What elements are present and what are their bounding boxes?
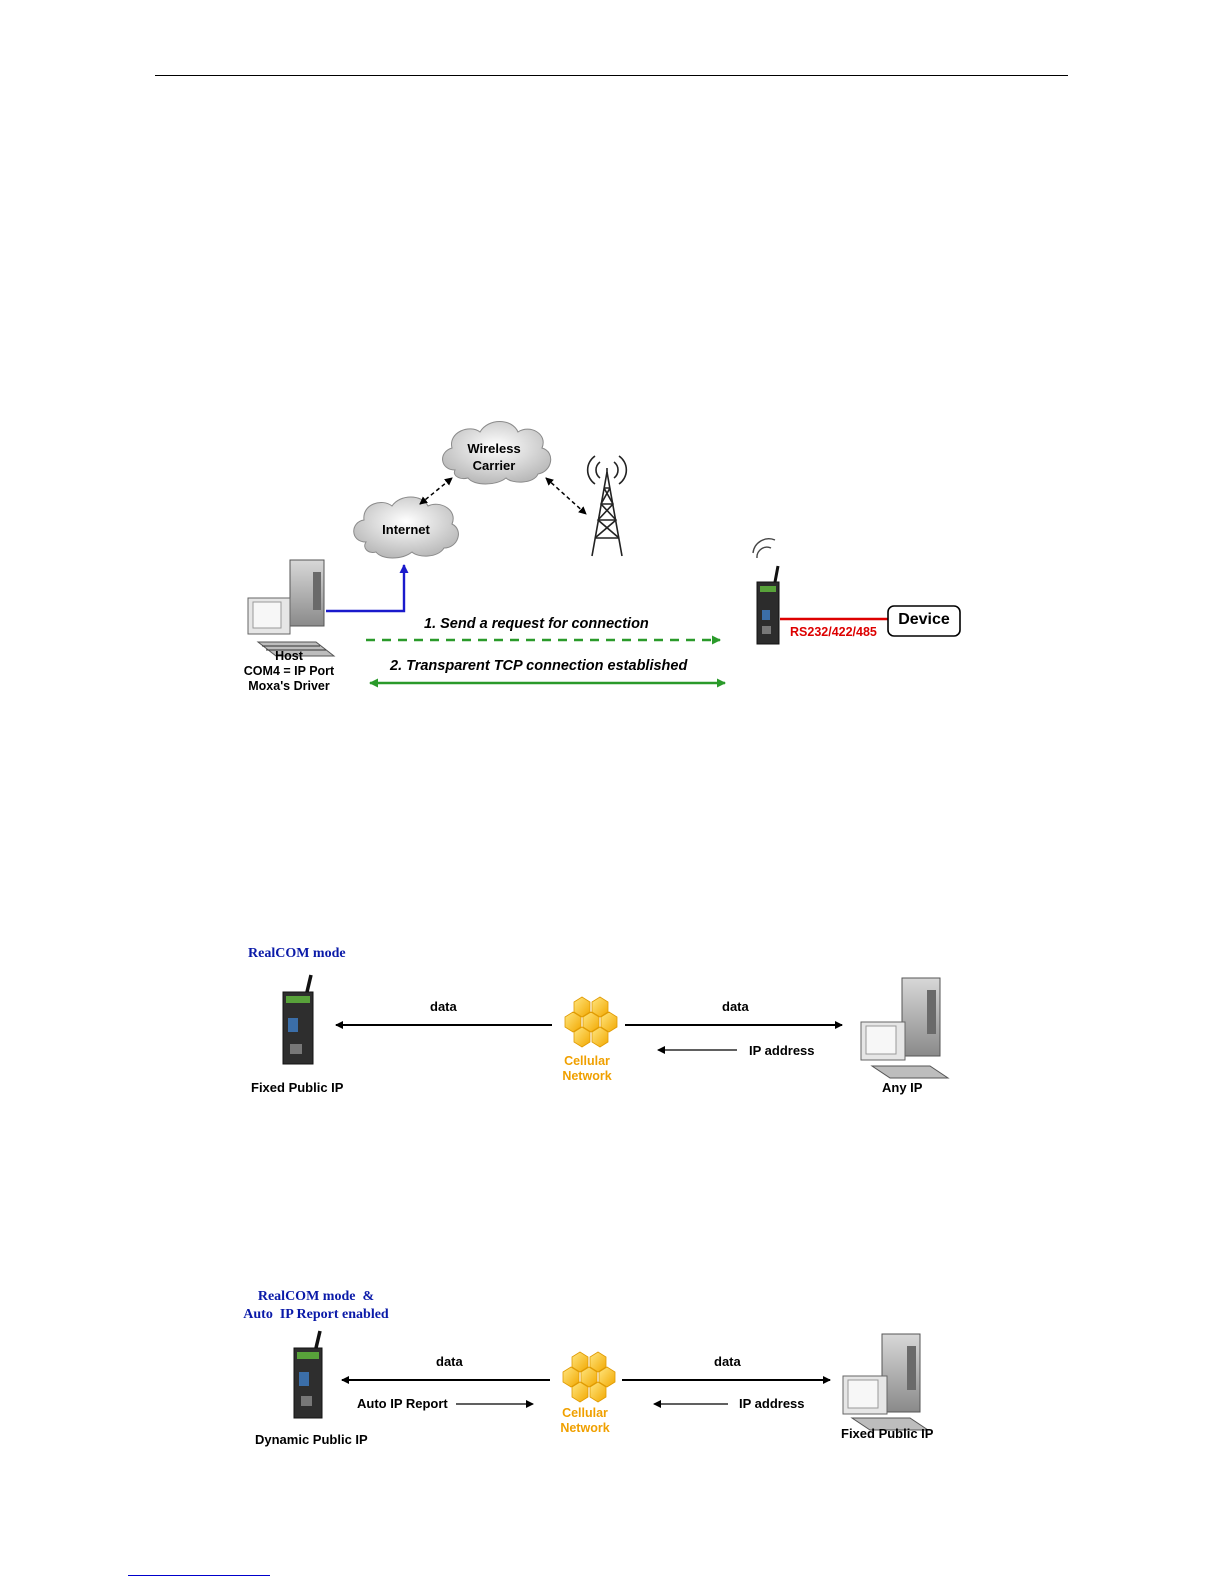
auto-ip-report-label: Auto IP Report xyxy=(357,1396,448,1411)
honeycomb-icon xyxy=(562,1351,616,1403)
device-box xyxy=(887,605,961,637)
cloud-icon xyxy=(442,421,552,485)
computer-icon xyxy=(860,977,950,1079)
data-label-left: data xyxy=(436,1354,463,1369)
realcom-mode-title: RealCOM mode xyxy=(248,946,346,961)
data-label-left: data xyxy=(430,999,457,1014)
computer-icon xyxy=(247,559,336,657)
cloud-icon xyxy=(353,496,459,559)
internet-label: Internet xyxy=(382,522,430,537)
wireless-carrier-label: Wireless Carrier xyxy=(467,441,521,473)
ip-address-label: IP address xyxy=(749,1043,815,1058)
serial-interface-label: RS232/422/485 xyxy=(790,625,877,639)
honeycomb-icon xyxy=(564,996,618,1048)
modem-icon xyxy=(282,974,314,1065)
modem-icon xyxy=(752,538,780,645)
modem-icon xyxy=(293,1330,323,1419)
fixed-public-ip-caption: Fixed Public IP xyxy=(251,1080,344,1095)
step2-label: 2. Transparent TCP connection establishe… xyxy=(390,658,688,674)
ip-address-label: IP address xyxy=(739,1396,805,1411)
footer-rule xyxy=(128,1575,270,1576)
computer-icon xyxy=(842,1333,930,1431)
header-rule xyxy=(155,75,1068,76)
link-internet-carrier xyxy=(419,477,453,505)
host-com-port-label: COM4 = IP Port xyxy=(243,664,335,678)
device-label: Device xyxy=(898,611,950,628)
link-carrier-tower xyxy=(545,477,587,515)
dynamic-public-ip-caption: Dynamic Public IP xyxy=(255,1432,368,1447)
cellular-network-label: Cellular Network xyxy=(562,1054,612,1083)
host-internet-link xyxy=(326,564,409,613)
host-label: Host xyxy=(275,649,303,663)
realcom-auto-ip-title: RealCOM mode & Auto IP Report enabled xyxy=(243,1289,389,1322)
cell-tower-icon xyxy=(586,455,628,557)
data-label-right: data xyxy=(722,999,749,1014)
step1-label: 1. Send a request for connection xyxy=(424,616,649,632)
host-driver-label: Moxa's Driver xyxy=(248,679,330,693)
data-label-right: data xyxy=(714,1354,741,1369)
any-ip-caption: Any IP xyxy=(882,1080,923,1095)
cellular-network-label: Cellular Network xyxy=(560,1406,610,1435)
fixed-public-ip-caption: Fixed Public IP xyxy=(841,1426,934,1441)
